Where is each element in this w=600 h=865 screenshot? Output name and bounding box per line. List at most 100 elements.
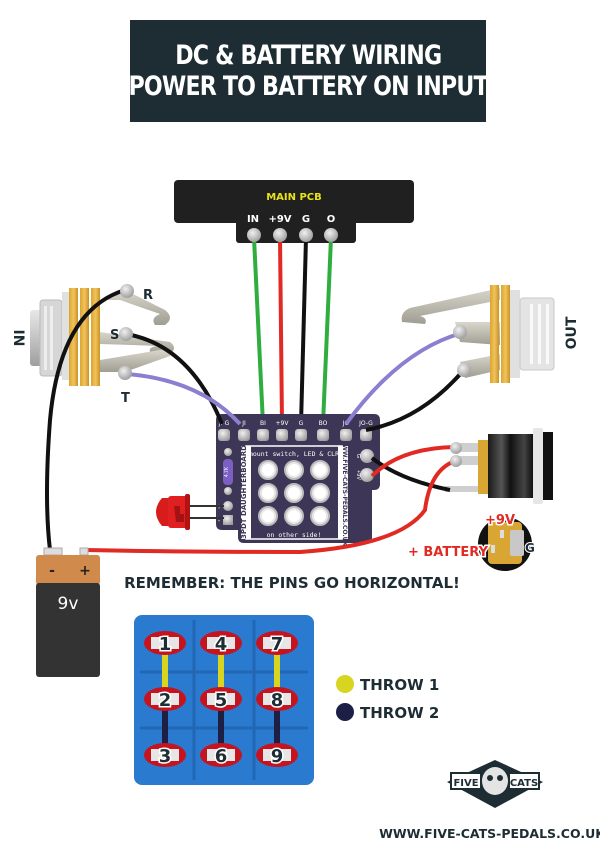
dc-jack <box>445 428 553 504</box>
switch-hole-inner <box>314 487 326 499</box>
battery: - + 9v <box>36 547 100 677</box>
wire-ring-to-battery <box>45 288 126 551</box>
switch-hole-inner <box>314 464 326 476</box>
legend: THROW 1 THROW 2 <box>336 675 439 722</box>
daughterboard: 3PDT DAUGHTERBOARD WWW.FIVE-CATS-PEDALS.… <box>214 414 380 547</box>
wire-g-to-dc <box>370 456 451 492</box>
db-pin <box>340 429 352 441</box>
wire-jog-to-output <box>365 370 464 432</box>
title-line-2: POWER TO BATTERY ON INPUT <box>128 71 488 102</box>
reminder-text: REMEMBER: THE PINS GO HORIZONTAL! <box>124 574 460 592</box>
output-jack: OUT <box>401 285 580 383</box>
dc-detail-9v-label: +9V <box>485 513 515 528</box>
db-pin <box>295 429 307 441</box>
lug-peg-r <box>120 284 134 298</box>
daughterboard-top-note: mount switch, LED & CLR <box>249 450 339 458</box>
legend-swatch-throw2 <box>336 703 354 721</box>
db-pin <box>276 429 288 441</box>
lug-label-s: S <box>110 328 119 343</box>
pcb-pin-label-in: IN <box>247 214 259 225</box>
led-pin-plus <box>223 501 233 511</box>
switch-pin-number: 2 <box>159 690 172 711</box>
db-pin-label: BI <box>260 420 266 427</box>
db-pin <box>360 429 372 441</box>
resistor-value: 4.7K <box>224 466 230 477</box>
input-jack-label: IN <box>10 330 26 347</box>
title-banner: DC & BATTERY WIRING POWER TO BATTERY ON … <box>128 20 488 122</box>
switch-pin-number: 3 <box>159 746 172 767</box>
wire-tip-to-ji <box>126 372 242 426</box>
lug-peg-t <box>118 366 132 380</box>
switch-hole-inner <box>262 464 274 476</box>
daughterboard-name: 3PDT DAUGHTERBOARD <box>240 445 248 539</box>
side-pin-9v <box>360 468 374 482</box>
pcb-pin-label-o: O <box>327 214 336 225</box>
switch-pin: 9 <box>256 743 298 769</box>
led-pin-label-plus: + <box>217 504 221 511</box>
db-pin <box>238 429 250 441</box>
wire-9v-red <box>278 237 284 425</box>
pcb-pins <box>247 228 338 242</box>
brand-website: WWW.FIVE-CATS-PEDALS.CO.UK <box>379 826 600 841</box>
pcb-pin-g <box>299 228 313 242</box>
switch-hole-inner <box>288 510 300 522</box>
out-lug-peg-tip <box>453 325 467 339</box>
switch-pin-number: 9 <box>271 746 284 767</box>
input-jack: IN R S T <box>10 288 174 406</box>
side-pin-label-9v: +9V <box>355 470 361 480</box>
output-jack-label: OUT <box>564 316 580 349</box>
db-pin <box>218 429 230 441</box>
switch-pin: 5 <box>200 687 242 713</box>
pcb-pin-label-9v: +9V <box>268 214 291 225</box>
battery-voltage: 9v <box>58 594 79 614</box>
switch-pin: 6 <box>200 743 242 769</box>
legend-label-throw2: THROW 2 <box>360 704 439 722</box>
main-pcb-label: MAIN PCB <box>266 192 322 203</box>
brand-left: FIVE <box>453 778 478 789</box>
dc-peg-2 <box>450 455 462 467</box>
resistor <box>223 459 233 485</box>
title-line-1: DC & BATTERY WIRING <box>174 40 442 71</box>
switch-holes <box>258 460 330 526</box>
switch-hole-inner <box>262 510 274 522</box>
db-pin-label: JI-G <box>218 420 230 427</box>
brand-logo: FIVE CATS WWW.FIVE-CATS-PEDALS.CO.UK <box>379 760 600 841</box>
battery-neg-label: - <box>49 563 55 579</box>
switch-hole-inner <box>288 487 300 499</box>
wire-9v-to-dc <box>370 445 456 478</box>
switch-pin-number: 4 <box>215 634 228 655</box>
wire-in-green <box>252 237 265 425</box>
switch-pin-number: 5 <box>215 690 228 711</box>
switch-pin-number: 8 <box>271 690 284 711</box>
legend-label-throw1: THROW 1 <box>360 676 439 694</box>
led <box>156 494 224 530</box>
db-pin-label: JO-G <box>358 420 373 427</box>
wires <box>45 288 464 555</box>
pcb-pin-in <box>247 228 261 242</box>
switch-hole-inner <box>288 464 300 476</box>
wire-sleeve-to-jig <box>125 332 224 425</box>
db-pin <box>317 429 329 441</box>
switch-pin-number: 6 <box>215 746 228 767</box>
pcb-wires <box>252 237 333 425</box>
switch-hole-inner <box>262 487 274 499</box>
out-lug-peg-sleeve <box>457 363 471 377</box>
switch-pin: 4 <box>200 631 242 657</box>
dc-peg-1 <box>450 442 462 454</box>
wire-o-green <box>321 237 333 425</box>
led-pin-minus <box>223 515 233 525</box>
switch-pin: 1 <box>144 631 186 657</box>
daughterboard-bottom-note: on other side! <box>267 531 322 539</box>
switch-pin-number: 7 <box>271 634 284 655</box>
switch-hole-inner <box>314 510 326 522</box>
db-pin-label: +9V <box>276 420 290 427</box>
wire-dc-to-battery <box>85 459 456 555</box>
brand-right: CATS <box>510 778 538 789</box>
side-pin-label-g: G <box>355 454 361 458</box>
daughterboard-website: WWW.FIVE-CATS-PEDALS.CO.UK <box>341 438 348 547</box>
db-pin-label: JI <box>241 420 246 427</box>
pcb-pin-o <box>324 228 338 242</box>
main-pcb: MAIN PCB IN +9V G O <box>174 180 414 243</box>
